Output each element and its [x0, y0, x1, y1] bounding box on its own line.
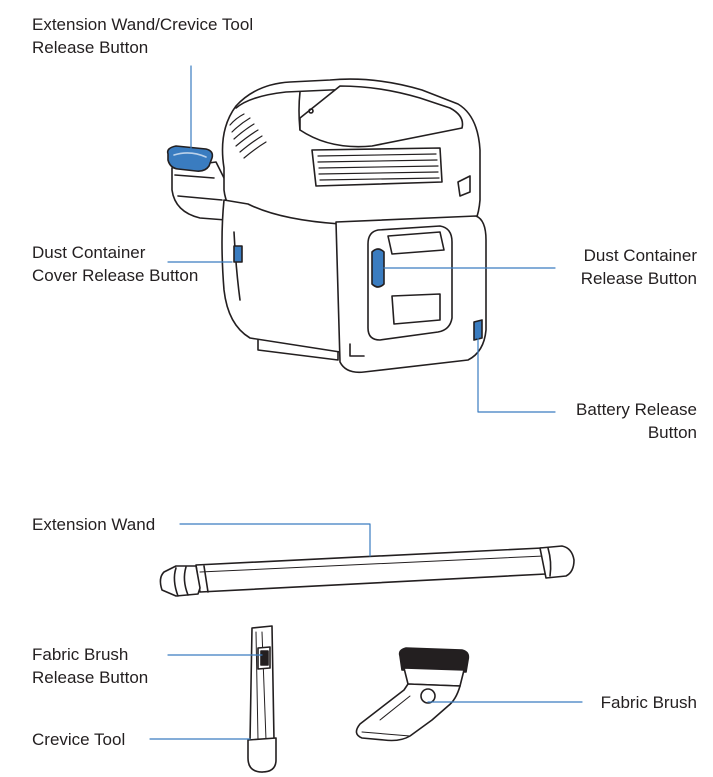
dust-cover-release-shape: [233, 245, 243, 263]
leader-lines: [149, 65, 583, 740]
crevice-tool-shape: [247, 625, 277, 773]
label-dust-container-release: Dust Container Release Button: [580, 246, 697, 288]
label-battery-release: Battery Release Button: [576, 400, 697, 442]
fabric-brush-release-shape: [260, 650, 269, 666]
label-fabric-brush-release: Fabric Brush Release Button: [32, 645, 149, 687]
extension-wand-shape: [159, 545, 575, 597]
fabric-brush-shape: [355, 647, 470, 742]
wand-release-button-shape: [166, 145, 214, 172]
label-fabric-brush: Fabric Brush: [600, 693, 697, 712]
label-crevice-tool: Crevice Tool: [32, 730, 126, 749]
label-dust-cover-release: Dust Container Cover Release Button: [32, 243, 199, 285]
dust-container-release-shape: [371, 248, 385, 288]
label-extension-wand: Extension Wand: [32, 515, 156, 534]
label-wand-release: Extension Wand/Crevice Tool Release Butt…: [32, 15, 254, 57]
vacuum-unit: [166, 78, 487, 374]
